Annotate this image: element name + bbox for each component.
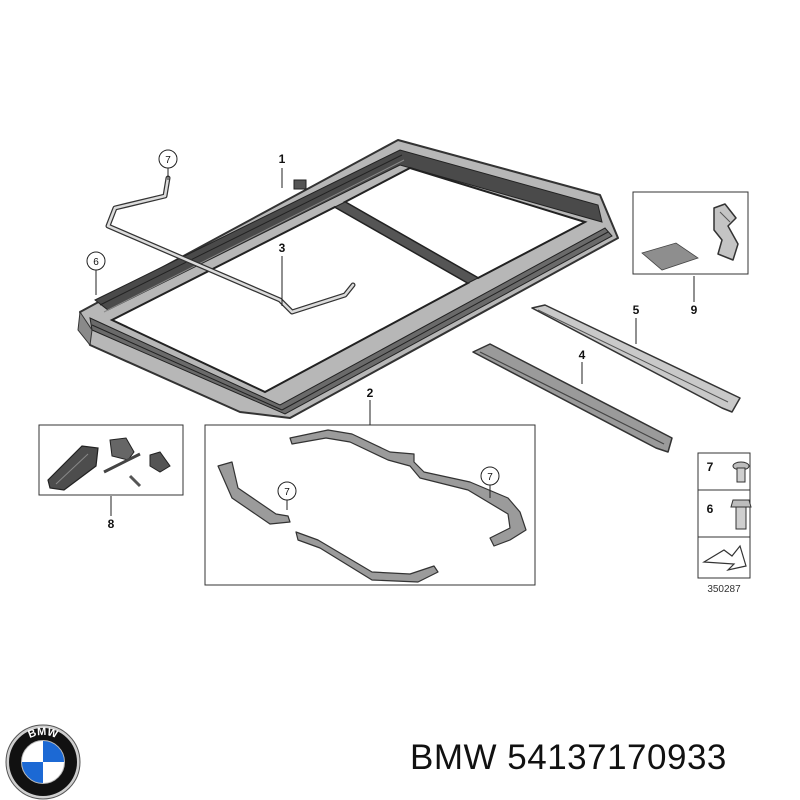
circled-callout-frame: 6 [86, 251, 106, 271]
circled-callout-part2-left: 7 [277, 481, 297, 501]
diagram-reference: 350287 [707, 584, 741, 595]
arrow-icon [702, 544, 747, 572]
guide-rail-upper [531, 304, 741, 413]
callout-4: 4 [579, 348, 586, 362]
part-9-box [632, 191, 749, 275]
callout-5: 5 [633, 303, 640, 317]
legend-number-7: 7 [707, 460, 714, 474]
brand-part-number: BMW 54137170933 [410, 738, 727, 777]
seal-strip [105, 175, 356, 315]
bmw-logo: BMW [5, 724, 81, 800]
legend-number-6: 6 [707, 502, 714, 516]
circled-callout-seal: 7 [158, 149, 178, 169]
callout-2: 2 [367, 386, 374, 400]
svg-text:7: 7 [487, 472, 493, 483]
bolt-icon [730, 499, 752, 508]
part-8-box [38, 424, 184, 496]
circled-callout-part2-right: 7 [480, 466, 500, 486]
callout-8: 8 [108, 517, 115, 531]
svg-text:7: 7 [165, 155, 171, 166]
part-2-box [204, 424, 536, 586]
fastener-legend [697, 452, 752, 579]
callout-9: 9 [691, 303, 698, 317]
svg-text:6: 6 [93, 257, 99, 268]
sunroof-frame [77, 139, 619, 419]
callout-1: 1 [279, 152, 286, 166]
leader-lines [95, 168, 695, 516]
guide-rail-lower [472, 343, 673, 453]
svg-text:BMW: BMW [26, 726, 59, 741]
svg-text:7: 7 [284, 487, 290, 498]
callout-3: 3 [279, 241, 286, 255]
